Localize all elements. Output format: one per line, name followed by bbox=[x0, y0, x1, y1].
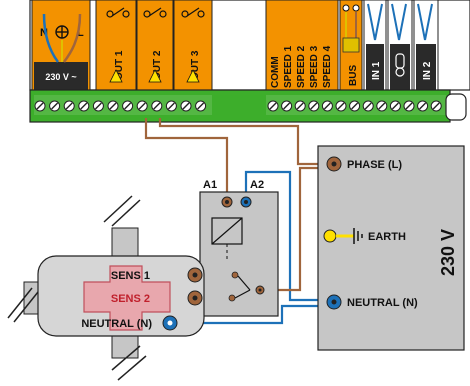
terminal-screw-icon bbox=[389, 100, 401, 112]
relay-a1-label: A1 bbox=[203, 179, 217, 191]
terminal-screw-icon bbox=[362, 100, 374, 112]
power-neutral-wire bbox=[42, 13, 60, 63]
terminal-screw-icon bbox=[403, 100, 415, 112]
input-terminal-block: IN 1 IN 2 bbox=[363, 0, 439, 91]
speed-terminal-block: COMM SPEED 1 SPEED 2 SPEED 3 SPEED 4 bbox=[265, 0, 339, 91]
speed-3-label: SPEED 3 bbox=[309, 45, 320, 88]
terminal-screw-icon bbox=[376, 100, 388, 112]
terminal-screw-icon bbox=[349, 100, 361, 112]
bus-connector-icon bbox=[342, 37, 360, 53]
pipe-top bbox=[103, 195, 141, 259]
warning-icon bbox=[109, 69, 123, 83]
in2-label: IN 2 bbox=[422, 61, 433, 80]
sensor-neutral-label: NEUTRAL (N) bbox=[81, 318, 152, 330]
earth-terminal-icon bbox=[323, 228, 363, 244]
terminal-screw-icon bbox=[92, 100, 104, 112]
terminal-screw-icon bbox=[122, 100, 134, 112]
terminal-screw-icon bbox=[430, 100, 442, 112]
out2-label: OUT 2 bbox=[152, 50, 163, 80]
bus-terminal: BUS bbox=[339, 0, 363, 91]
relay-a2-label: A2 bbox=[250, 179, 264, 191]
out3-label: OUT 3 bbox=[190, 50, 201, 80]
controller-module: 230 V ~ N L OUT 1 OUT 2 bbox=[29, 0, 470, 123]
power-l-label: L bbox=[77, 27, 84, 39]
power-supply-box: PHASE (L) EARTH NEUTRAL (N) 230 V bbox=[317, 145, 465, 351]
terminal-screw-icon bbox=[281, 100, 293, 112]
speed-1-label: SPEED 1 bbox=[283, 45, 294, 88]
sensor-cross-icon bbox=[83, 265, 171, 331]
pipe-left bbox=[7, 281, 41, 323]
output-terminal-2: OUT 2 bbox=[136, 0, 174, 91]
wire-out-to-a1 bbox=[144, 118, 229, 202]
terminal-screw-icon bbox=[267, 100, 279, 112]
terminal-screw-icon bbox=[294, 100, 306, 112]
terminal-screw-icon bbox=[180, 100, 192, 112]
power-voltage-label: 230 V ~ bbox=[45, 72, 76, 82]
output-terminal-1: OUT 1 bbox=[95, 0, 137, 91]
wires bbox=[144, 118, 334, 325]
terminal-screw-icon bbox=[63, 100, 75, 112]
terminal-screw-icon bbox=[136, 100, 148, 112]
relay-body bbox=[199, 191, 279, 317]
terminal-screw-icon bbox=[195, 100, 207, 112]
sensor-valve: SENS 1 SENS 2 NEUTRAL (N) bbox=[7, 195, 205, 381]
thermometer-icon bbox=[395, 53, 405, 77]
wire-phase bbox=[158, 118, 334, 166]
terminal-screw-icon bbox=[417, 100, 429, 112]
power-n-label: N bbox=[40, 27, 48, 39]
wire-phase-relay bbox=[260, 166, 332, 292]
bus-label: BUS bbox=[348, 65, 359, 86]
output-terminal-3: OUT 3 bbox=[173, 0, 213, 91]
power-phase-wire bbox=[62, 13, 82, 63]
neutral-label: NEUTRAL (N) bbox=[347, 297, 418, 309]
terminal-screw-icon bbox=[107, 100, 119, 112]
sens2-label: SENS 2 bbox=[111, 293, 150, 305]
terminal-screw-icon bbox=[165, 100, 177, 112]
phase-label: PHASE (L) bbox=[347, 159, 402, 171]
earth-label: EARTH bbox=[368, 231, 406, 243]
in1-label: IN 1 bbox=[371, 61, 382, 80]
wire-a2-neutral bbox=[244, 170, 332, 302]
pipe-bottom bbox=[111, 333, 147, 381]
end-connector bbox=[445, 93, 467, 121]
speed-4-label: SPEED 4 bbox=[322, 45, 333, 88]
warning-icon bbox=[148, 69, 162, 83]
terminal-screw-icon bbox=[49, 100, 61, 112]
power-box-body bbox=[317, 145, 465, 351]
terminal-screw-icon bbox=[308, 100, 320, 112]
terminal-screw-icon bbox=[78, 100, 90, 112]
speed-2-label: SPEED 2 bbox=[296, 45, 307, 88]
power-voltage-plate bbox=[34, 62, 88, 90]
terminal-screw-icon bbox=[34, 100, 46, 112]
voltage-label: 230 V bbox=[438, 229, 458, 276]
warning-icon bbox=[186, 69, 200, 83]
speed-comm-label: COMM bbox=[270, 56, 281, 88]
relay-contact-icon bbox=[228, 271, 265, 302]
terminal-screw-icon bbox=[335, 100, 347, 112]
relay-coil-icon bbox=[211, 217, 243, 262]
out1-label: OUT 1 bbox=[114, 50, 125, 80]
terminal-screw-icon bbox=[151, 100, 163, 112]
relay: A1 A2 bbox=[199, 179, 279, 317]
terminal-screw-icon bbox=[321, 100, 333, 112]
sens1-label: SENS 1 bbox=[111, 270, 150, 282]
wire-sensor-neutral bbox=[172, 304, 332, 325]
earth-symbol-icon bbox=[55, 25, 69, 39]
